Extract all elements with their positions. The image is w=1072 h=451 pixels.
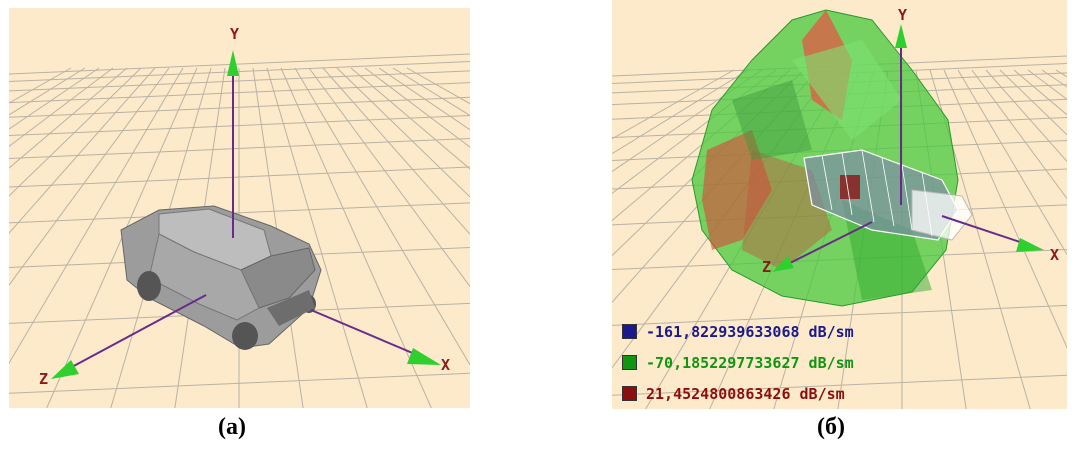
grid-line: [943, 69, 1067, 349]
grid-line: [9, 67, 142, 197]
grid-line: [985, 69, 1067, 163]
grid-line: [350, 67, 470, 170]
grid-line: [9, 67, 72, 104]
grid-line: [612, 304, 1067, 326]
car-model: [120, 205, 322, 350]
axes-a: Y X Z: [39, 25, 450, 388]
z-axis-arrow: [51, 360, 79, 379]
grid-line: [9, 67, 86, 116]
grid-line: [9, 67, 184, 365]
grid-line: [971, 69, 1067, 200]
z-axis-line: [779, 221, 873, 269]
grid-line: [1041, 69, 1067, 88]
grid-line: [392, 67, 470, 117]
grid-line: [999, 69, 1067, 136]
legend-label: 21,4524800863426 dB/sm: [646, 384, 845, 403]
grid-line: [9, 115, 470, 137]
grid-line: [612, 69, 777, 194]
grid-line: [9, 137, 470, 159]
car-wireframe: [803, 149, 973, 241]
grid-line: [9, 53, 470, 75]
grid-line: [9, 166, 470, 188]
grid-line: [280, 67, 432, 408]
grid-line: [9, 202, 470, 224]
z-axis-label: Z: [762, 258, 771, 276]
scene-a: Y X Z: [9, 25, 470, 408]
grid-line: [9, 61, 470, 82]
grid-line: [46, 67, 198, 408]
x-axis-arrow: [1016, 238, 1044, 252]
legend-label: -70,1852297733627 dB/sm: [646, 353, 854, 372]
grid-line: [294, 67, 470, 366]
grid-line: [364, 67, 470, 148]
grid-line: [9, 67, 114, 148]
z-axis-arrow: [772, 256, 794, 272]
y-axis-arrow: [895, 24, 907, 48]
grid-line: [266, 67, 368, 408]
x-axis-label: X: [1050, 246, 1059, 264]
caption-a: (a): [218, 414, 246, 440]
legend-item-min: -161,822939633068 dB/sm: [622, 316, 854, 347]
grid-line: [336, 67, 470, 198]
x-axis-line: [310, 309, 430, 361]
grid-line: [9, 96, 470, 118]
legend-swatch: [622, 386, 637, 401]
grid-line: [9, 67, 170, 286]
legend-swatch: [622, 324, 637, 339]
grid-line: [9, 372, 470, 394]
scene-b: Y X Z: [612, 6, 1067, 409]
grid-line: [612, 69, 735, 140]
caption-b: (б): [817, 414, 845, 440]
panel-a-viewport[interactable]: Y X Z: [9, 8, 470, 408]
z-axis-line: [56, 294, 207, 376]
legend-item-max: 21,4524800863426 dB/sm: [622, 378, 854, 409]
y-axis-arrow: [227, 50, 239, 76]
x-axis-label: X: [441, 356, 450, 374]
z-axis-label: Z: [39, 370, 48, 388]
grid-line: [612, 374, 1067, 396]
legend: -161,822939633068 dB/sm -70,185229773362…: [622, 316, 854, 409]
x-axis-arrow: [407, 348, 441, 365]
grid-line: [1027, 69, 1067, 100]
grid-line: [322, 67, 470, 236]
y-axis-label: Y: [898, 6, 907, 24]
grid-line: [308, 67, 470, 288]
grid-line: [957, 69, 1067, 256]
y-axis-label: Y: [230, 25, 239, 43]
legend-label: -161,822939633068 dB/sm: [646, 322, 854, 341]
grid-line: [9, 70, 470, 92]
panel-b-viewport[interactable]: Y X Z: [612, 0, 1067, 409]
x-axis-line: [941, 215, 1033, 247]
grid-line: [9, 82, 470, 104]
grid-line: [9, 67, 100, 130]
grid-line: [612, 69, 749, 155]
legend-item-mid: -70,1852297733627 dB/sm: [622, 347, 854, 378]
axes-b: Y X Z: [762, 6, 1059, 276]
legend-swatch: [622, 355, 637, 370]
grid-line: [612, 69, 763, 173]
ground-grid: [612, 55, 1067, 409]
grid-line: [9, 67, 128, 169]
